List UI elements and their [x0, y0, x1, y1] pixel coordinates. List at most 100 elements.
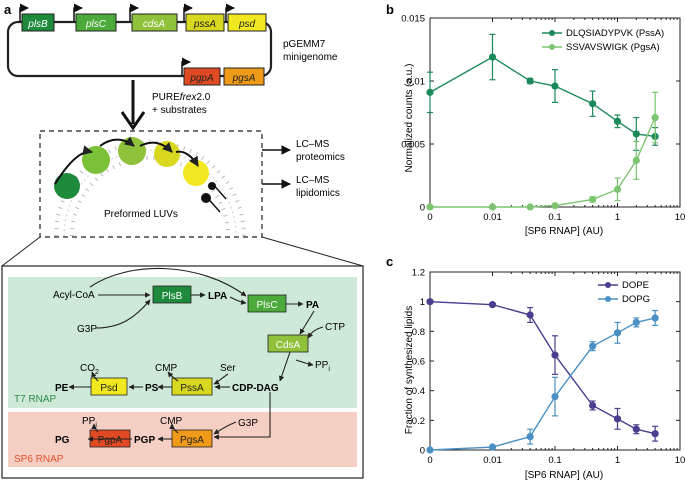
panel-c-series-0-line	[429, 300, 656, 435]
panel-c-series-1-point	[589, 342, 597, 350]
gene-label-plsC: plsC	[85, 19, 107, 30]
enzyme-psd-label: Psd	[100, 383, 117, 394]
process-arrow-head	[120, 111, 146, 131]
promoter-arrow	[129, 3, 139, 22]
gene-label-psd: psd	[238, 19, 256, 30]
panel-c-series-0-point	[551, 351, 559, 359]
panel-b-series-0-point	[551, 82, 559, 90]
substrates-label: + substrates	[152, 105, 207, 116]
metabolite-lpa: LPA	[208, 291, 227, 302]
t7-label: T7 RNAP	[14, 394, 57, 405]
panel-c-ytick-label: 0.4	[412, 386, 425, 397]
metabolite-g3p: G3P	[77, 324, 97, 335]
ribosome-blobs	[54, 136, 227, 213]
legend-marker-pssa	[549, 30, 555, 36]
panel-c-series-0-point	[488, 301, 497, 309]
panel-c-series-0-point	[426, 298, 434, 306]
pure-frex-label: PUREfrex2.0	[152, 92, 211, 103]
luvs-label: Preformed LUVs	[104, 209, 178, 220]
panel-b-series-0-point	[526, 77, 534, 85]
zoom-line	[261, 236, 364, 267]
panel-b-ytick-label: 0	[420, 203, 425, 214]
gene-row-bottom: pgpA pgsA	[181, 57, 265, 86]
panel-b-series-1-point	[651, 113, 659, 122]
panel-c-xtick-label: 0	[427, 455, 432, 466]
pathway-arrows	[68, 267, 324, 442]
panel-c-ytick-label: 0.2	[412, 416, 425, 427]
panel-b-series-0-point	[632, 130, 640, 138]
panel-b-series-1-point	[526, 203, 534, 211]
panel-c-series-0-point	[613, 415, 622, 423]
metabolite-pa: PA	[306, 300, 319, 311]
panel-b-xtick-label: 10	[675, 212, 685, 223]
metabolite-ps: PS	[145, 383, 159, 394]
minigenome-label-1: pGEMM7	[283, 39, 326, 50]
sp6-label: SP6 RNAP	[14, 454, 64, 465]
panel-b-series-1-point	[589, 195, 597, 204]
lipidomics-label-2: lipidomics	[296, 188, 340, 199]
panel-c-legend: DOPE DOPG	[598, 280, 650, 305]
panel-c-series-1-point	[613, 329, 622, 337]
gene-label-plsB: plsB	[27, 19, 48, 30]
panel-b-legend: DLQSIADYPVK (PssA) SSVAVSWIGK (PgsA)	[542, 28, 664, 53]
legend-marker-pgsa	[549, 44, 555, 50]
panel-b-label: b	[386, 2, 394, 17]
gene-cdsA	[131, 13, 178, 32]
promoter-arrow	[19, 3, 29, 22]
gene-label-pgpA: pgpA	[189, 73, 214, 84]
enzyme-pgpa-label: PgpA	[98, 435, 123, 446]
panel-c-ytick-label: 1	[420, 297, 425, 308]
panel-a-label: a	[4, 2, 12, 17]
metabolite-cmp: CMP	[155, 363, 178, 374]
enzyme-cdsa-label: CdsA	[276, 340, 301, 351]
panel-b-ytick-label: 0.005	[401, 140, 425, 151]
panel-b-series-0-line	[429, 56, 656, 138]
promoter-arrow	[183, 3, 193, 22]
panel-c-xtick-label: 0.1	[548, 455, 561, 466]
metabolite-co2: CO2	[80, 363, 99, 376]
gene-plsB	[21, 13, 55, 32]
panel-b-ytick-label: 0.015	[401, 14, 425, 25]
metabolite-ppi: PPi	[315, 360, 330, 373]
panel-b-series-1-line	[430, 117, 656, 208]
gene-pssA	[185, 13, 225, 32]
panel-c-series-1-point	[651, 314, 659, 322]
panel-c-xtick-label: 1	[615, 455, 620, 466]
metabolite-pgp: PGP	[134, 435, 155, 446]
panel-b-xtick-label: 0	[427, 212, 432, 223]
legend-label-dope: DOPE	[622, 280, 649, 291]
legend-label-dopg: DOPG	[622, 294, 650, 305]
panel-a: a plsB plsC cdsA pssA psd pgpA	[1, 2, 364, 479]
legend-marker-dopg	[605, 296, 611, 302]
gene-plsC	[75, 13, 117, 32]
panel-c-ylabel: Fraction of synthesized lipids	[404, 306, 415, 434]
legend-marker-dope	[605, 282, 611, 288]
metabolite-cdpdag: CDP-DAG	[232, 383, 279, 394]
panel-b-series-0-point	[488, 53, 497, 61]
panel-c-series-1-line	[429, 317, 656, 451]
panel-c-xtick-label: 10	[675, 455, 685, 466]
panel-b-series-1-point	[488, 203, 497, 211]
panel-c-ytick-label: 0.6	[412, 357, 425, 368]
panel-c-series-1-point	[488, 443, 497, 451]
panel-c: c Fraction of synthesized lipids [SP6 RN…	[386, 254, 685, 481]
panel-c-ytick-label: 0.8	[412, 327, 425, 338]
promoter-arrow	[225, 3, 235, 22]
panel-b-xtick-label: 0.01	[483, 212, 502, 223]
gene-label-cdsA: cdsA	[143, 19, 166, 30]
gene-label-pssA: pssA	[193, 19, 217, 30]
panel-b: b Normalized counts (a.u.) [SP6 RNAP] (A…	[386, 2, 685, 237]
metabolites: Acyl-CoA G3P LPA PA CTP PPi Ser CMP CO2 …	[53, 290, 345, 446]
gene-psd	[227, 13, 267, 32]
panel-c-series-1-point	[526, 433, 534, 441]
panel-c-series-1-point	[551, 393, 559, 401]
panel-c-series-0-point	[589, 401, 597, 410]
gene-pgpA	[183, 67, 221, 86]
panel-b-series-0-point	[589, 100, 597, 108]
panel-c-series-1-point	[426, 446, 434, 454]
gene-pgsA	[223, 67, 265, 86]
metabolite-g3p-2: G3P	[238, 418, 258, 429]
panel-b-xtick-label: 1	[615, 212, 620, 223]
enzyme-pssa-label: PssA	[180, 383, 204, 394]
